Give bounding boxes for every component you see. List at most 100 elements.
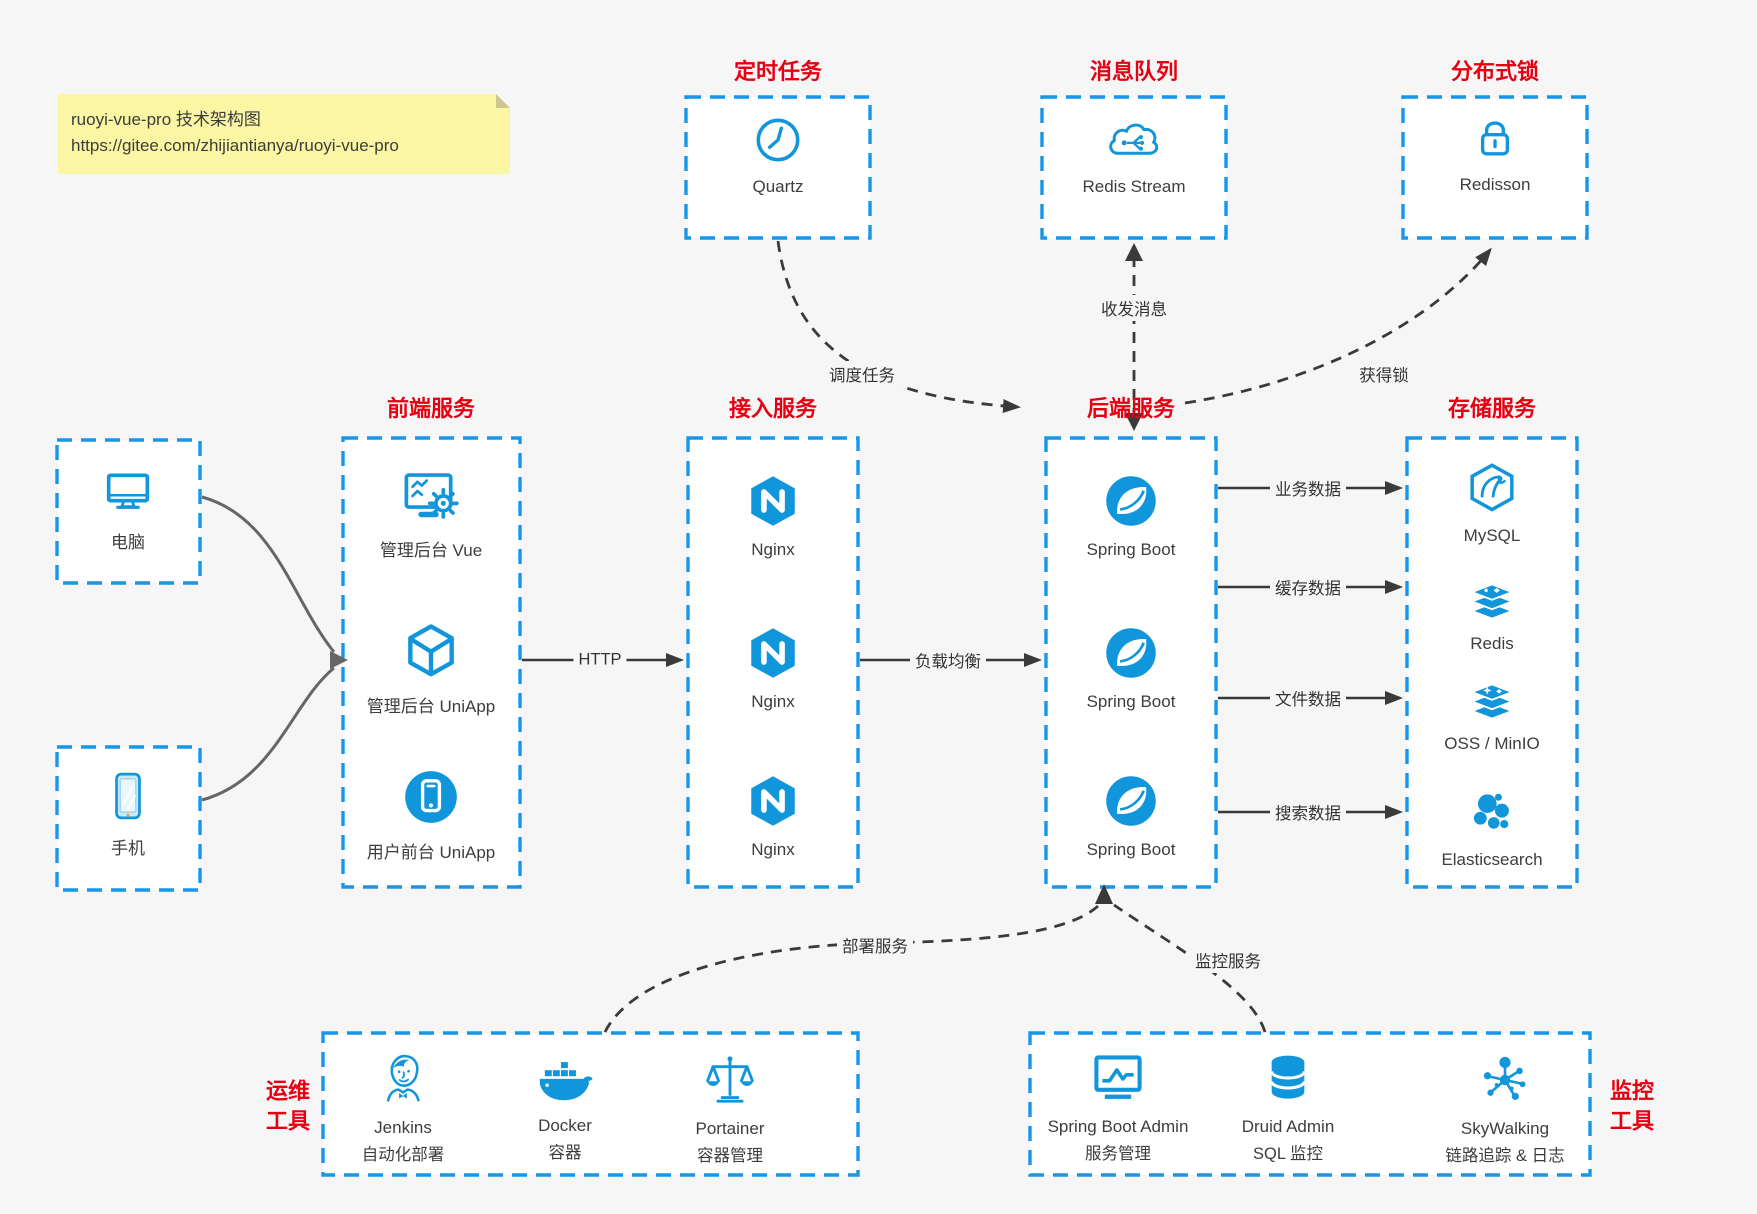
node-elasticsearch: Elasticsearch	[1402, 786, 1582, 870]
node-label: Quartz	[752, 177, 804, 196]
node-phone: 手机	[38, 768, 218, 859]
node-label: Nginx	[751, 692, 795, 711]
node-mysql: MySQL	[1402, 460, 1582, 546]
node-nginx-1: Nginx	[683, 472, 863, 560]
node-label: Redis Stream	[1082, 177, 1186, 196]
node-quartz: Quartz	[688, 113, 868, 197]
clock-icon	[751, 113, 805, 167]
node-label: Elasticsearch	[1441, 850, 1543, 869]
node-label: MySQL	[1463, 526, 1521, 545]
group-title-message-queue: 消息队列	[1089, 59, 1179, 84]
edge-phone-to-frontend	[201, 666, 335, 802]
edge-label-http: HTTP	[573, 649, 627, 671]
node-portainer: Portainer 容器管理	[630, 1051, 830, 1166]
node-label: Druid Admin	[1241, 1117, 1335, 1136]
group-title-scheduled-job: 定时任务	[733, 59, 823, 84]
node-redis: Redis	[1402, 572, 1582, 654]
edge-clients-arrowhead	[330, 651, 348, 669]
mobile-app-circle-icon	[400, 766, 462, 828]
edge-label-search-data: 搜索数据	[1270, 799, 1346, 825]
network-nodes-icon	[1476, 1051, 1534, 1109]
note-title: ruoyi-vue-pro 技术架构图	[71, 110, 261, 129]
node-spring-boot-admin: Spring Boot Admin 服务管理	[1018, 1051, 1218, 1164]
group-title-monitor-tools: 监控工具	[1609, 1078, 1654, 1133]
group-title-storage: 存储服务	[1447, 396, 1537, 421]
node-label: 电脑	[111, 533, 145, 552]
node-pc: 电脑	[38, 464, 218, 553]
nginx-hexagon-icon	[744, 772, 802, 830]
node-label: Spring Boot	[1086, 540, 1176, 559]
node-admin-vue: 管理后台 Vue	[341, 466, 521, 561]
redis-stack-icon	[1463, 572, 1521, 624]
edge-label-deploy-service: 部署服务	[837, 932, 913, 958]
spring-leaf-icon	[1102, 772, 1160, 830]
spring-leaf-icon	[1102, 472, 1160, 530]
docker-whale-icon	[535, 1054, 595, 1106]
storage-box	[1405, 436, 1579, 889]
node-sublabel: 自动化部署	[361, 1146, 445, 1164]
node-label: 用户前台 UniApp	[366, 843, 496, 862]
monitor-chart-icon	[1088, 1051, 1148, 1107]
distributed-lock-box	[1401, 95, 1589, 240]
edge-pc-to-frontend	[201, 495, 336, 653]
node-label: 管理后台 Vue	[379, 541, 483, 560]
node-druid-admin: Druid Admin SQL 监控	[1188, 1051, 1388, 1164]
edge-msg-arrowhead-down	[1125, 413, 1143, 431]
node-label: Nginx	[751, 540, 795, 559]
lock-icon	[1468, 111, 1522, 165]
group-title-frontend: 前端服务	[386, 396, 476, 421]
node-label: Redisson	[1459, 175, 1531, 194]
node-skywalking: SkyWalking 链路追踪 & 日志	[1405, 1051, 1605, 1166]
node-sublabel: 链路追踪 & 日志	[1445, 1147, 1565, 1165]
edge-backend-bottom-arrowhead	[1095, 884, 1113, 904]
node-admin-uniapp: 管理后台 UniApp	[341, 620, 521, 717]
node-spring-boot-2: Spring Boot	[1041, 624, 1221, 712]
node-label: Jenkins	[374, 1118, 432, 1137]
edge-label-send-receive-msg: 收发消息	[1096, 295, 1172, 321]
edge-label-acquire-lock: 获得锁	[1354, 361, 1414, 387]
spring-leaf-icon	[1102, 624, 1160, 682]
edge-deploy-service	[603, 904, 1099, 1033]
node-label: Docker	[538, 1116, 592, 1135]
scales-icon	[701, 1051, 759, 1109]
node-label: Spring Boot Admin	[1047, 1117, 1189, 1136]
uniapp-cube-icon	[400, 620, 462, 682]
cloud-network-icon	[1104, 113, 1164, 167]
node-user-uniapp: 用户前台 UniApp	[341, 766, 521, 863]
node-sublabel: 服务管理	[1085, 1145, 1151, 1163]
node-label: Portainer	[695, 1119, 765, 1138]
elasticsearch-cluster-icon	[1464, 786, 1520, 840]
mysql-dolphin-icon	[1463, 460, 1521, 516]
node-sublabel: SQL 监控	[1253, 1145, 1323, 1163]
edge-label-load-balance: 负载均衡	[910, 647, 986, 673]
jenkins-icon	[375, 1050, 431, 1108]
node-nginx-2: Nginx	[683, 624, 863, 712]
nginx-hexagon-icon	[744, 472, 802, 530]
node-label: Spring Boot	[1086, 692, 1176, 711]
node-sublabel: 容器管理	[697, 1147, 763, 1165]
group-title-backend: 后端服务	[1086, 396, 1176, 421]
note-url: https://gitee.com/zhijiantianya/ruoyi-vu…	[71, 136, 399, 155]
smartphone-icon	[103, 768, 153, 824]
edge-acquire-lock	[1184, 247, 1492, 405]
admin-screen-gear-icon	[399, 466, 463, 526]
sticky-note: ruoyi-vue-pro 技术架构图 https://gitee.com/zh…	[58, 94, 510, 174]
oss-stack-icon	[1463, 672, 1521, 724]
node-jenkins: Jenkins 自动化部署	[303, 1050, 503, 1165]
edge-label-file-data: 文件数据	[1270, 685, 1346, 711]
node-docker: Docker 容器	[465, 1054, 665, 1163]
pc-client-box	[55, 438, 202, 585]
nginx-hexagon-icon	[744, 624, 802, 682]
desktop-icon	[99, 464, 157, 518]
node-label: SkyWalking	[1460, 1119, 1550, 1138]
edge-label-monitor-service: 监控服务	[1190, 947, 1266, 973]
node-label: Nginx	[751, 840, 795, 859]
node-redis-stream: Redis Stream	[1044, 113, 1224, 197]
edge-label-schedule-job: 调度任务	[824, 361, 900, 387]
node-redisson: Redisson	[1405, 111, 1585, 195]
group-title-distributed-lock: 分布式锁	[1450, 59, 1540, 84]
node-spring-boot-3: Spring Boot	[1041, 772, 1221, 860]
node-label: 管理后台 UniApp	[366, 697, 496, 716]
node-sublabel: 容器	[548, 1144, 582, 1162]
